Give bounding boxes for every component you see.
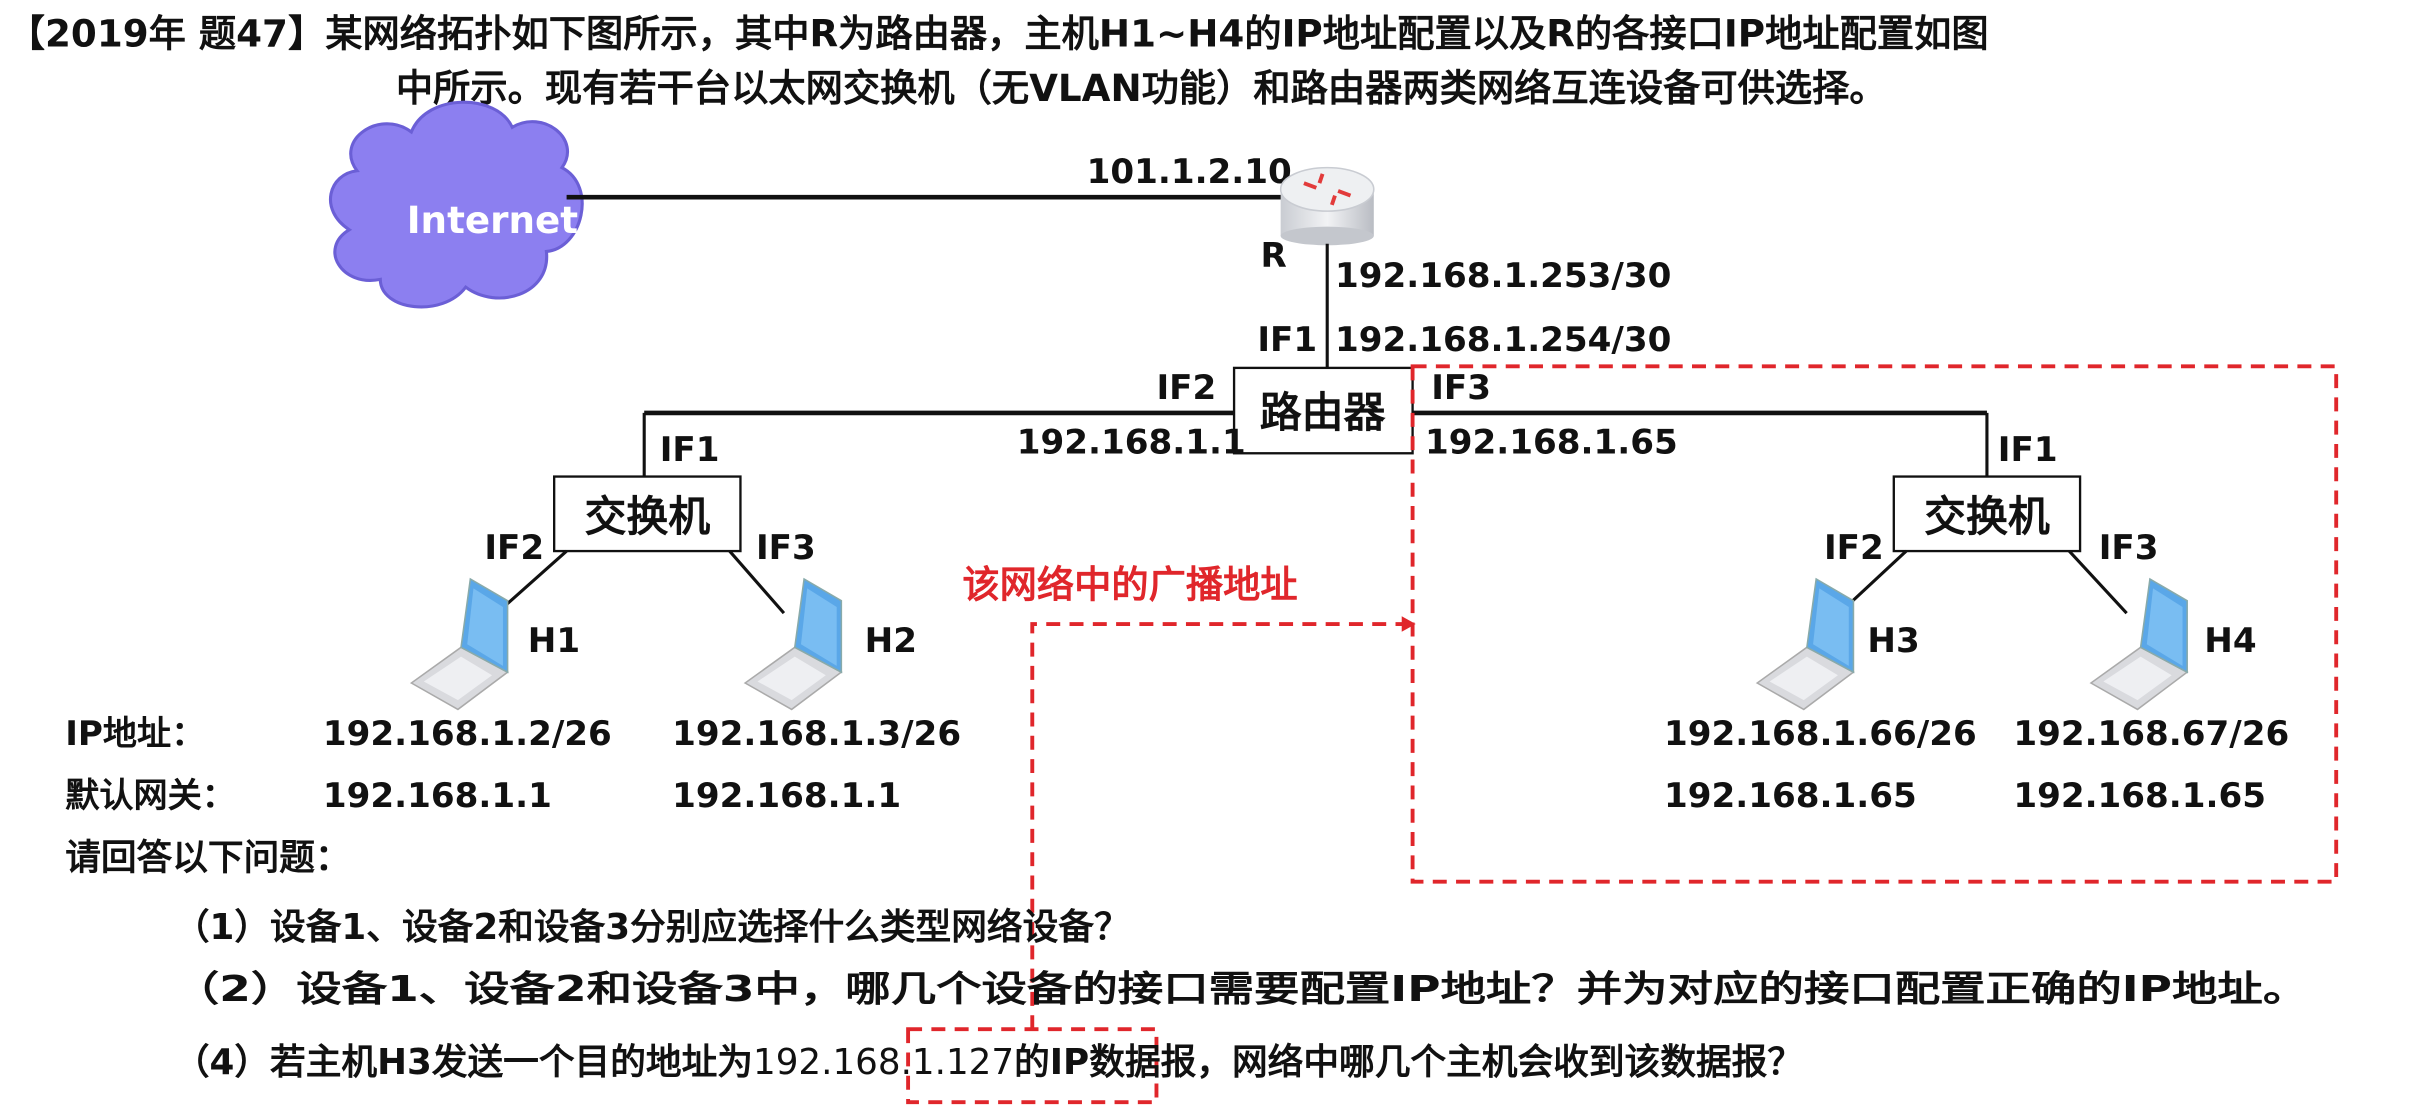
annotation-arrow bbox=[1030, 622, 1405, 1030]
question-4-address: 192.168.1.127 bbox=[753, 1042, 1014, 1083]
question-4-suffix: 的IP数据报，网络中哪几个主机会收到该数据报？ bbox=[1014, 1042, 1803, 1083]
device-if1-ip: 192.168.1.254/30 bbox=[1335, 320, 1671, 360]
questions-prompt: 请回答以下问题： bbox=[65, 837, 351, 878]
left-switch-if1: IF1 bbox=[660, 430, 720, 470]
ip-row-label: IP地址： bbox=[65, 714, 205, 754]
h2-label: H2 bbox=[865, 621, 917, 661]
right-switch-if1: IF1 bbox=[1998, 430, 2058, 470]
h2-gateway: 192.168.1.1 bbox=[672, 776, 901, 816]
h4-ip: 192.168.67/26 bbox=[2013, 714, 2289, 754]
right-switch-label: 交换机 bbox=[1924, 492, 2050, 541]
gateway-row-label: 默认网关： bbox=[65, 776, 236, 816]
internet-label: Internet bbox=[407, 198, 578, 242]
router-box-label: 路由器 bbox=[1260, 388, 1387, 437]
arrow-head-icon bbox=[1401, 616, 1416, 632]
title-line-1: 【2019年 题47】某网络拓扑如下图所示，其中R为路由器，主机H1~H4的IP… bbox=[8, 12, 1989, 56]
left-switch-if2: IF2 bbox=[484, 528, 544, 568]
right-switch-if3: IF3 bbox=[2099, 528, 2159, 568]
device-if1-label: IF1 bbox=[1257, 320, 1317, 360]
address-highlight bbox=[906, 1027, 1159, 1105]
h1-gateway: 192.168.1.1 bbox=[323, 776, 552, 816]
h2-laptop-icon bbox=[744, 578, 843, 711]
question-4-prefix: （4）若主机H3发送一个目的地址为 bbox=[174, 1042, 753, 1083]
h2-link bbox=[728, 550, 786, 615]
h1-label: H1 bbox=[528, 621, 580, 661]
right-switch-if2: IF2 bbox=[1824, 528, 1884, 568]
internet-cloud-icon bbox=[329, 100, 584, 309]
left-switch-if3: IF3 bbox=[756, 528, 816, 568]
h4-laptop-icon bbox=[2090, 578, 2188, 711]
h3-ip: 192.168.1.66/26 bbox=[1664, 714, 1977, 754]
h1-ip: 192.168.1.2/26 bbox=[323, 714, 612, 754]
left-switch-box bbox=[553, 475, 742, 553]
h3-gateway: 192.168.1.65 bbox=[1664, 776, 1917, 816]
r-label: R bbox=[1260, 236, 1286, 276]
router-box bbox=[1232, 366, 1414, 455]
h1-laptop-icon bbox=[410, 578, 509, 711]
router-if3-ip: 192.168.1.65 bbox=[1425, 422, 1678, 462]
router-if3-label: IF3 bbox=[1431, 368, 1491, 408]
r-lan-ip: 192.168.1.253/30 bbox=[1335, 256, 1671, 296]
question-1: （1）设备1、设备2和设备3分别应选择什么类型网络设备？ bbox=[174, 907, 1130, 948]
h2-ip: 192.168.1.3/26 bbox=[672, 714, 961, 754]
h4-link bbox=[2068, 550, 2128, 615]
left-switch-label: 交换机 bbox=[584, 492, 710, 541]
title-line-2: 中所示。现有若干台以太网交换机（无VLAN功能）和路由器两类网络互连设备可供选择… bbox=[396, 66, 1887, 110]
question-4: （4）若主机H3发送一个目的地址为192.168.1.127的IP数据报，网络中… bbox=[174, 1042, 1803, 1083]
question-2: （2）设备1、设备2和设备3中，哪几个设备的接口需要配置IP地址？并为对应的接口… bbox=[174, 969, 2308, 1010]
h4-label: H4 bbox=[2204, 621, 2256, 661]
router-icon bbox=[1279, 166, 1375, 246]
right-switch-box bbox=[1892, 475, 2082, 553]
router-if2-label: IF2 bbox=[1156, 368, 1216, 408]
h3-label: H3 bbox=[1867, 621, 1919, 661]
broadcast-annotation: 该网络中的广播地址 bbox=[962, 563, 1297, 607]
router-if2-ip: 192.168.1.1 bbox=[1017, 422, 1246, 462]
h4-gateway: 192.168.1.65 bbox=[2013, 776, 2266, 816]
r-wan-ip: 101.1.2.10 bbox=[1087, 152, 1292, 192]
h3-laptop-icon bbox=[1756, 578, 1855, 711]
